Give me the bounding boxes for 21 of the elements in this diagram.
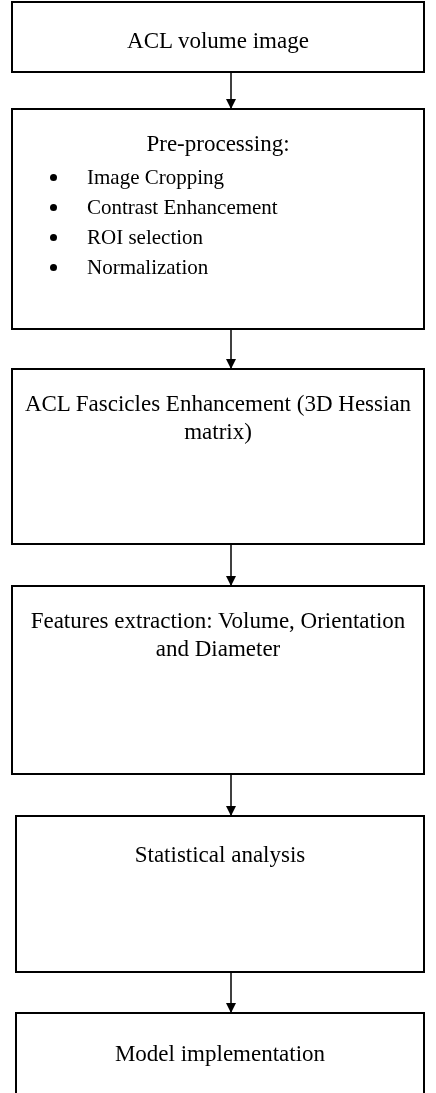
box-title: ACL volume image (126, 27, 310, 55)
process-box (11, 108, 425, 330)
box-title: Model implementation (113, 1040, 327, 1068)
arrow (226, 972, 236, 1013)
arrow (226, 329, 236, 369)
bullet-item: Image Cropping (50, 162, 423, 192)
process-box (11, 1, 425, 73)
bullet-item: Normalization (50, 252, 423, 282)
box-title: Statistical analysis (133, 841, 307, 869)
arrow (226, 72, 236, 109)
process-box (11, 368, 425, 545)
arrow (226, 544, 236, 586)
box-title: Pre-processing: (145, 130, 291, 158)
process-box (15, 1012, 425, 1093)
process-box (11, 585, 425, 775)
arrow (226, 774, 236, 816)
box-title: ACL Fascicles Enhancement (3D Hessian matrix) (23, 390, 413, 446)
box-title: Features extraction: Volume, Orientation and Diameter (29, 607, 407, 663)
process-box (15, 815, 425, 973)
bullet-item: ROI selection (50, 222, 423, 252)
bullet-item: Contrast Enhancement (50, 192, 423, 222)
